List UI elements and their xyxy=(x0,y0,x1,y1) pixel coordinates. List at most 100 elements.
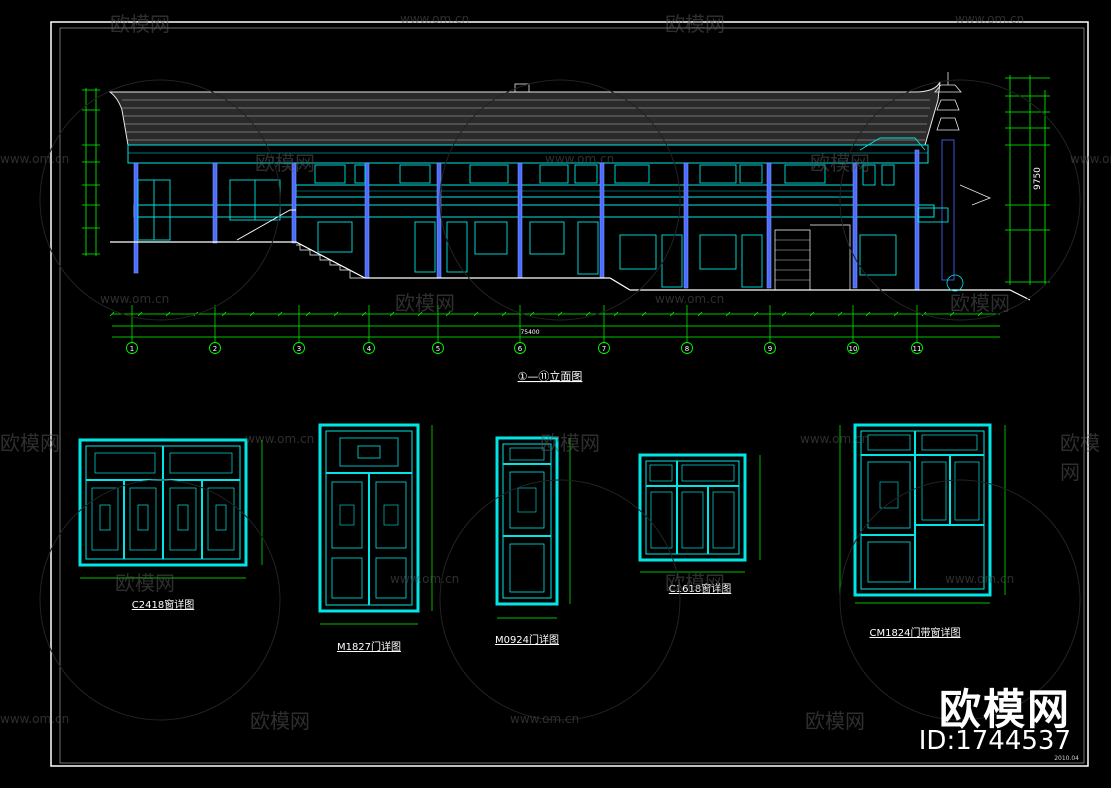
grid-axis-label: 11 xyxy=(913,345,922,353)
detail-cm1824-door-window xyxy=(839,423,1006,604)
dimension-tick xyxy=(109,311,115,317)
caption-c2418: C2418窗详图 xyxy=(132,598,194,611)
dimension-tick xyxy=(221,311,227,317)
total-dimension: 75400 xyxy=(520,329,539,336)
watermark-site: www.om.cn xyxy=(400,12,470,26)
grid-axis-bubble xyxy=(681,342,693,354)
elevation-title: ①—⑪立面图 xyxy=(518,369,583,383)
grid-axis-bubble xyxy=(847,342,859,354)
grid-axis-bubble xyxy=(514,342,526,354)
grid-axis-label: 3 xyxy=(297,345,301,353)
watermark-brand: 欧模网 xyxy=(395,291,455,315)
stairs xyxy=(296,224,851,290)
watermark-site: www.om.cn xyxy=(655,292,725,306)
dimension-tick xyxy=(865,311,871,317)
brand-badge-name: 欧模网 xyxy=(938,685,1071,734)
watermark-brand: 欧模网 xyxy=(665,12,725,36)
watermark-site: www.om.cn xyxy=(0,152,70,166)
watermark-brand: 欧模网 xyxy=(950,291,1010,315)
watermark-site: www.om.cn xyxy=(510,712,580,726)
grid-axis-bubble xyxy=(432,342,444,354)
grid-axis-label: 5 xyxy=(436,345,440,353)
watermark-site: www.om.cn xyxy=(955,12,1025,26)
dimension-tick xyxy=(277,311,283,317)
detail-c2418-window xyxy=(78,438,263,579)
watermark-brand: 欧模网 xyxy=(0,431,60,455)
caption-m0924: M0924门详图 xyxy=(495,633,559,646)
watermark-brand: 欧模网 xyxy=(250,709,310,733)
ground-line xyxy=(110,241,1031,301)
grid-axis-bubble xyxy=(911,342,923,354)
watermark-site: www.om.cn xyxy=(390,572,460,586)
dimension-tick xyxy=(333,311,339,317)
dimension-tick xyxy=(725,311,731,317)
dimension-tick xyxy=(781,311,787,317)
grid-axis-label: 9 xyxy=(768,345,772,353)
dimension-tick xyxy=(669,311,675,317)
dimension-tick xyxy=(641,311,647,317)
watermark-site: www.om.cn xyxy=(545,152,615,166)
grid-axis-label: 1 xyxy=(130,345,134,353)
dimension-tick xyxy=(809,311,815,317)
dimension-tick xyxy=(417,311,423,317)
watermark-brand: 欧模网 xyxy=(115,571,175,595)
watermark-circles xyxy=(39,79,1081,721)
dimension-tick xyxy=(361,311,367,317)
grid-axis-bubble xyxy=(209,342,221,354)
dimension-tick xyxy=(585,311,591,317)
columns xyxy=(133,149,920,291)
watermark-brand: 欧模网 xyxy=(255,151,315,175)
dimension-tick xyxy=(305,311,311,317)
height-dimension: 9750 xyxy=(1033,167,1043,190)
grid-axis-label: 8 xyxy=(685,345,689,353)
watermark-brand: 欧模网 xyxy=(805,709,865,733)
dimension-tick xyxy=(893,311,899,317)
detail-m1827-door xyxy=(318,423,433,625)
outer-frame xyxy=(50,21,1089,767)
right-gable xyxy=(859,137,949,223)
eave-band xyxy=(127,144,929,164)
dimension-tick xyxy=(445,311,451,317)
grid-axis-label: 4 xyxy=(367,345,372,353)
main-roof xyxy=(108,81,941,146)
right-dimensions xyxy=(1005,75,1050,285)
dimension-tick xyxy=(165,311,171,317)
lower-windows xyxy=(317,221,897,288)
brand-badge-id: ID:1744537 xyxy=(918,726,1071,756)
dimension-tick xyxy=(753,311,759,317)
dimension-tick xyxy=(137,311,143,317)
caption-cm1824: CM1824门带窗详图 xyxy=(869,626,960,639)
watermark-brand: 欧模网 xyxy=(810,151,870,175)
pagoda-tower xyxy=(934,72,992,292)
watermark-brand: 欧模网 xyxy=(110,12,170,36)
grid-axis-bubble xyxy=(764,342,776,354)
upper-windows xyxy=(314,164,895,186)
dimension-tick xyxy=(249,311,255,317)
dimension-tick xyxy=(949,311,955,317)
watermark-site: www.om.cn xyxy=(1070,152,1111,166)
dimension-tick xyxy=(697,311,703,317)
inner-frame xyxy=(59,27,1085,764)
dimension-tick xyxy=(613,311,619,317)
detail-m0924-door xyxy=(495,436,571,619)
watermark-brand: 欧模网 xyxy=(1060,431,1100,484)
dimension-tick xyxy=(473,311,479,317)
grid-axis-label: 2 xyxy=(213,345,217,353)
left-wing xyxy=(137,179,296,241)
watermark-site: www.om.cn xyxy=(945,572,1015,586)
caption-c1618: C1618窗详图 xyxy=(669,582,731,595)
dimension-tick xyxy=(837,311,843,317)
grid-axis-bubble xyxy=(598,342,610,354)
dimension-ticks xyxy=(109,311,983,317)
grid-axis-label: 6 xyxy=(518,345,523,353)
watermark-site: www.om.cn xyxy=(0,712,70,726)
caption-m1827: M1827门详图 xyxy=(337,640,401,653)
watermark-site: www.om.cn xyxy=(245,432,315,446)
date-stamp: 2010.04 xyxy=(1054,755,1079,762)
grid-axis-label: 7 xyxy=(602,345,606,353)
dimension-tick xyxy=(557,311,563,317)
grid-axis-bubble xyxy=(293,342,305,354)
watermark-brand: 欧模网 xyxy=(540,431,600,455)
